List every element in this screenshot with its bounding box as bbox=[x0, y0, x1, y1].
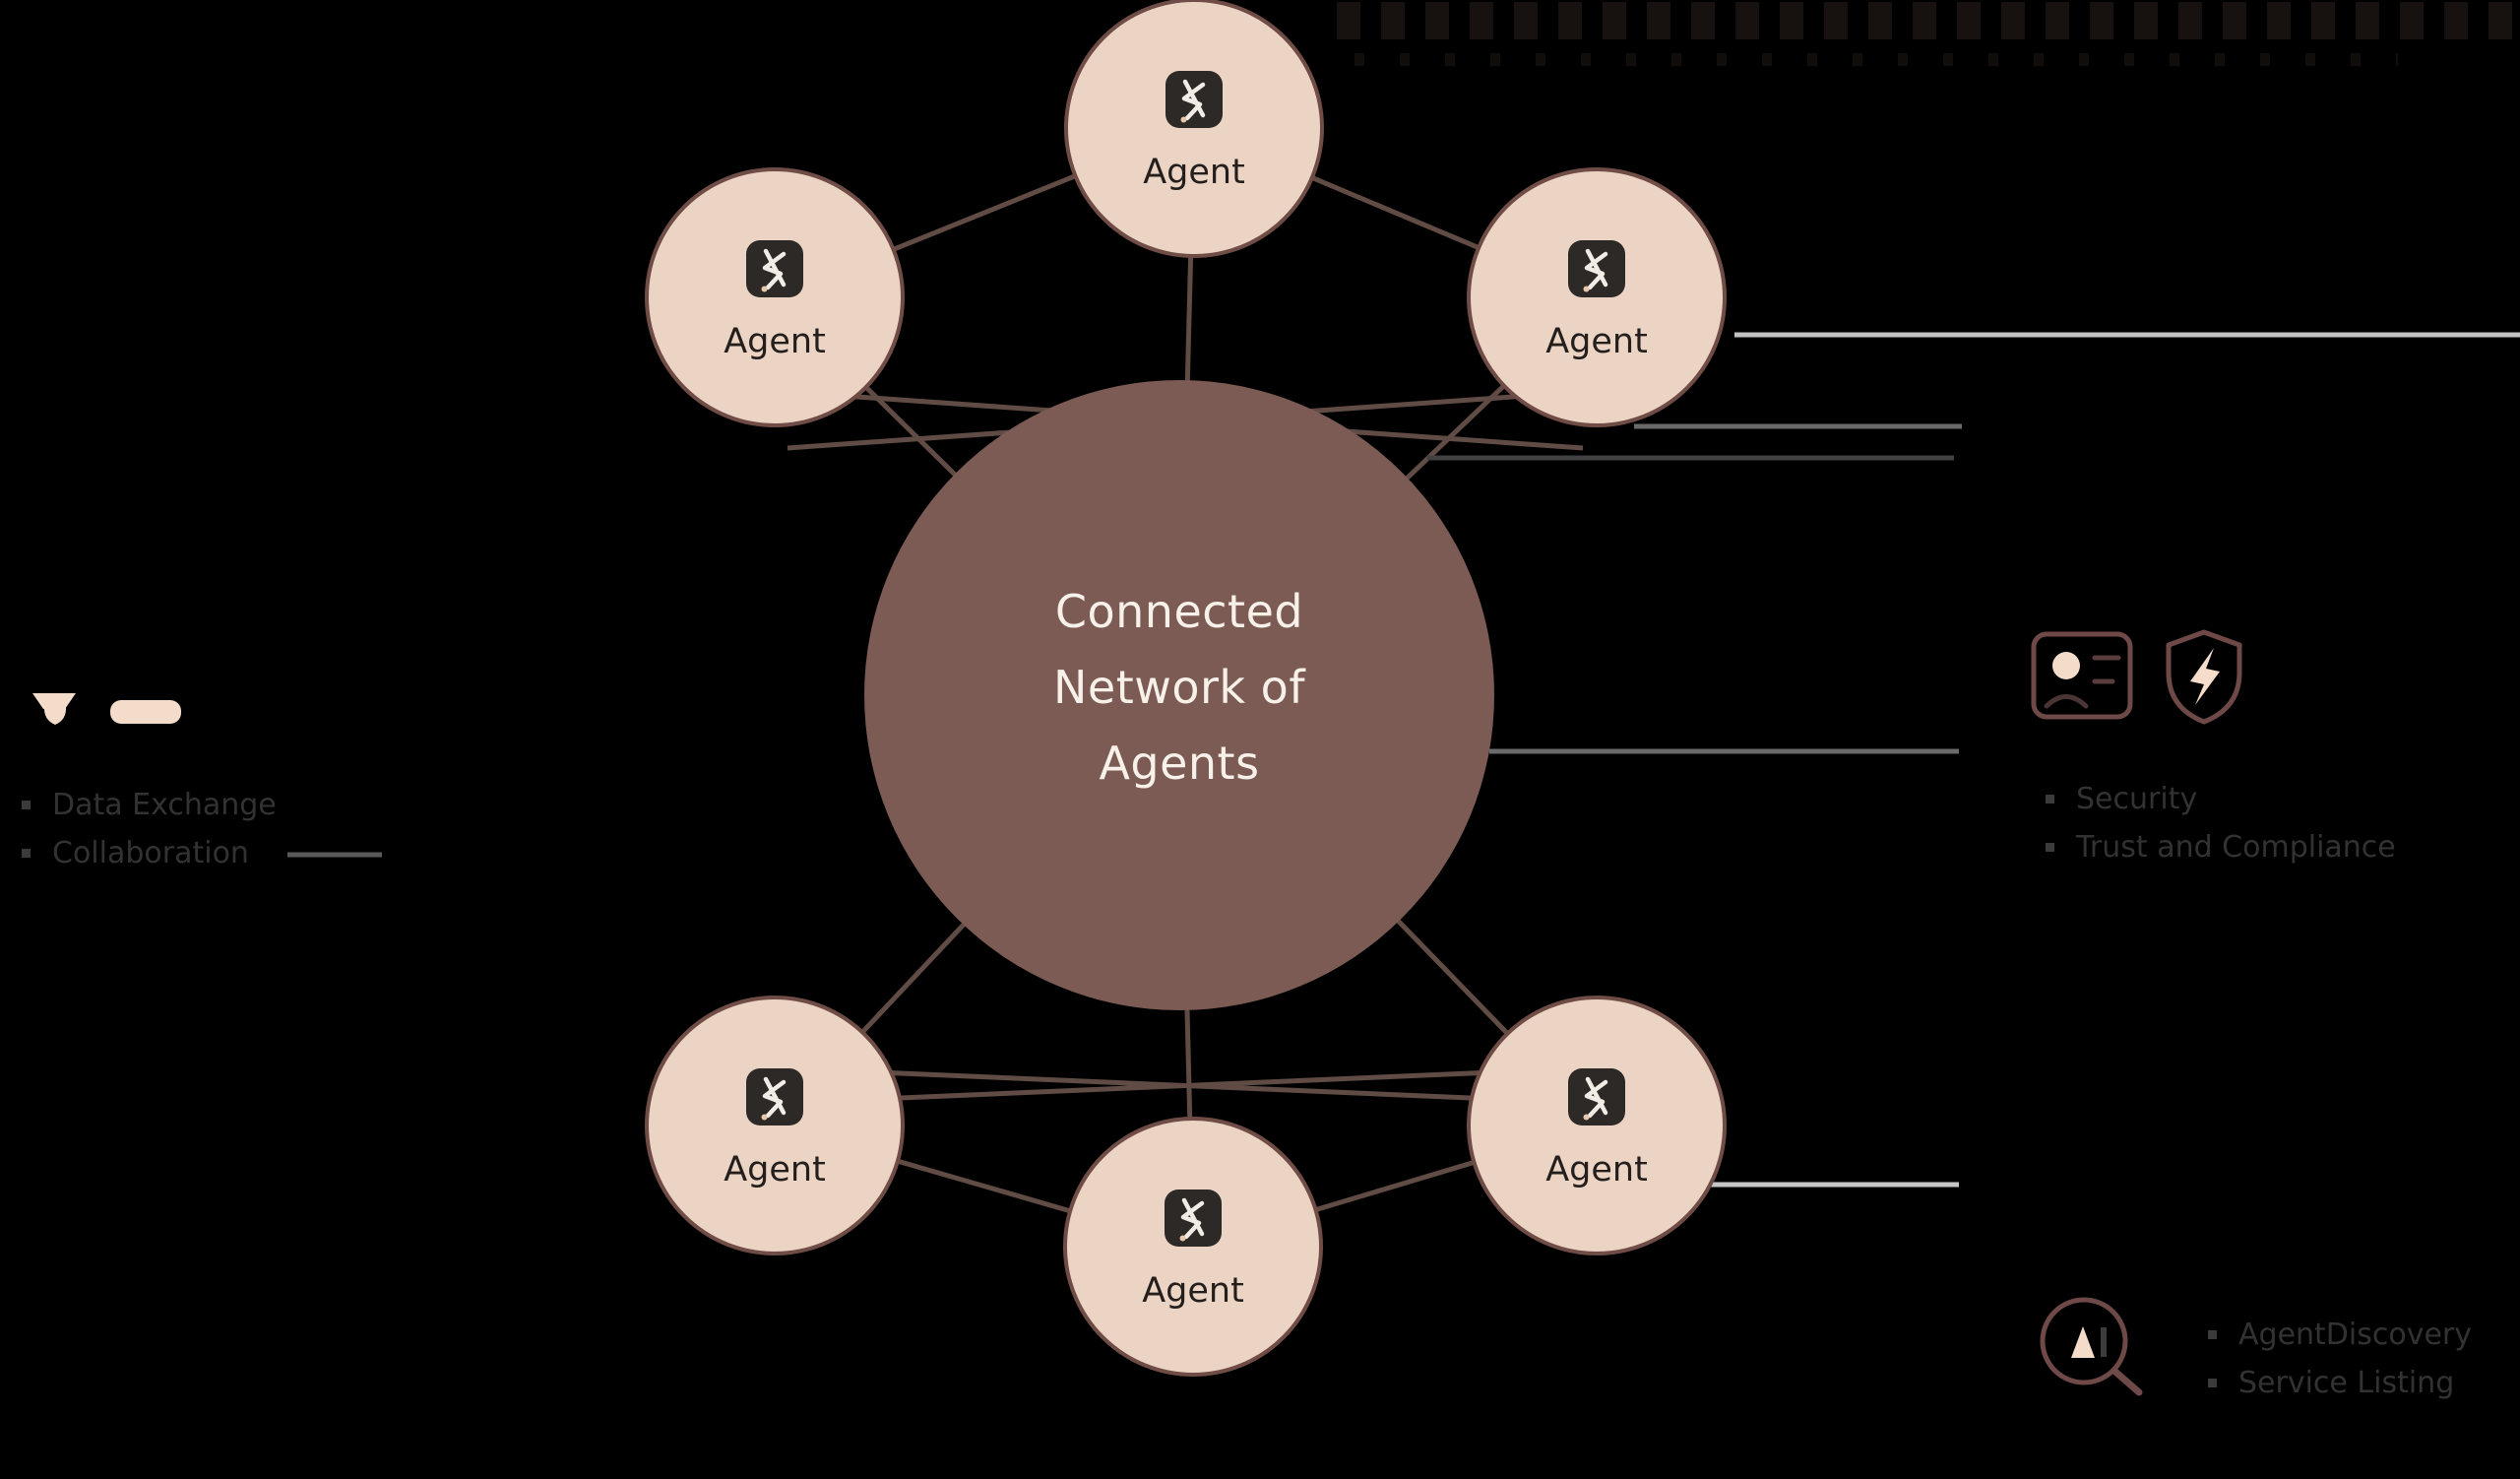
bullet-icon bbox=[22, 849, 31, 858]
feature-label: Collaboration bbox=[52, 836, 249, 870]
bullet-icon bbox=[22, 801, 31, 809]
agent-icon bbox=[1568, 1068, 1625, 1125]
bar-icon bbox=[110, 700, 181, 724]
agent-label-top: Agent bbox=[1143, 153, 1245, 192]
center-circle-label: Connected Network of Agents bbox=[1052, 585, 1306, 790]
ai-magnifier-icon bbox=[2040, 1297, 2143, 1396]
connector-cross-bottom-b bbox=[787, 1065, 1584, 1106]
list-item: AgentDiscovery bbox=[2208, 1316, 2472, 1355]
agent-icon bbox=[746, 240, 803, 297]
shield-bolt-icon bbox=[2166, 629, 2242, 725]
feature-list-left: Data Exchange Collaboration bbox=[22, 786, 277, 873]
left-feature-icons bbox=[32, 693, 181, 725]
center-circle bbox=[864, 380, 1494, 1010]
cutoff-text-fragments bbox=[1354, 53, 2398, 66]
bullet-icon bbox=[2046, 795, 2054, 804]
feature-list-right: Security Trust and Compliance bbox=[2046, 780, 2396, 868]
agent-icon bbox=[1166, 71, 1223, 128]
agent-icon bbox=[1165, 1190, 1222, 1247]
list-item: Collaboration bbox=[22, 834, 277, 873]
funnel-bowl-icon bbox=[43, 706, 67, 725]
feature-list-bottom-right: AgentDiscovery Service Listing bbox=[2208, 1316, 2472, 1403]
agent-icon bbox=[746, 1068, 803, 1125]
list-item: Data Exchange bbox=[22, 786, 277, 825]
feature-label: Service Listing bbox=[2238, 1366, 2455, 1400]
feature-label: Security bbox=[2076, 782, 2198, 816]
list-item: Trust and Compliance bbox=[2046, 828, 2396, 868]
bullet-icon bbox=[2046, 843, 2054, 852]
leader-lines bbox=[287, 332, 2520, 1188]
list-item: Security bbox=[2046, 780, 2396, 819]
right-feature-icons bbox=[2031, 629, 2242, 725]
feature-label: AgentDiscovery bbox=[2238, 1318, 2473, 1352]
agent-label-bottom-left: Agent bbox=[724, 1150, 826, 1190]
agent-label-top-left: Agent bbox=[724, 322, 826, 361]
id-card-icon bbox=[2031, 631, 2133, 720]
agent-icon bbox=[1568, 240, 1625, 297]
list-item: Service Listing bbox=[2208, 1364, 2472, 1403]
letter-a-glyph bbox=[2071, 1326, 2095, 1358]
cutoff-text-fragments bbox=[1337, 2, 2518, 39]
funnel-icon bbox=[32, 693, 76, 709]
agent-label-bottom: Agent bbox=[1142, 1271, 1244, 1311]
bullet-icon bbox=[2208, 1379, 2217, 1387]
feature-label: Trust and Compliance bbox=[2076, 830, 2396, 865]
bolt-glyph bbox=[2190, 648, 2220, 705]
agent-label-bottom-right: Agent bbox=[1545, 1150, 1648, 1190]
feature-label: Data Exchange bbox=[52, 788, 277, 822]
agent-label-top-right: Agent bbox=[1545, 322, 1648, 361]
bullet-icon bbox=[2208, 1330, 2217, 1339]
